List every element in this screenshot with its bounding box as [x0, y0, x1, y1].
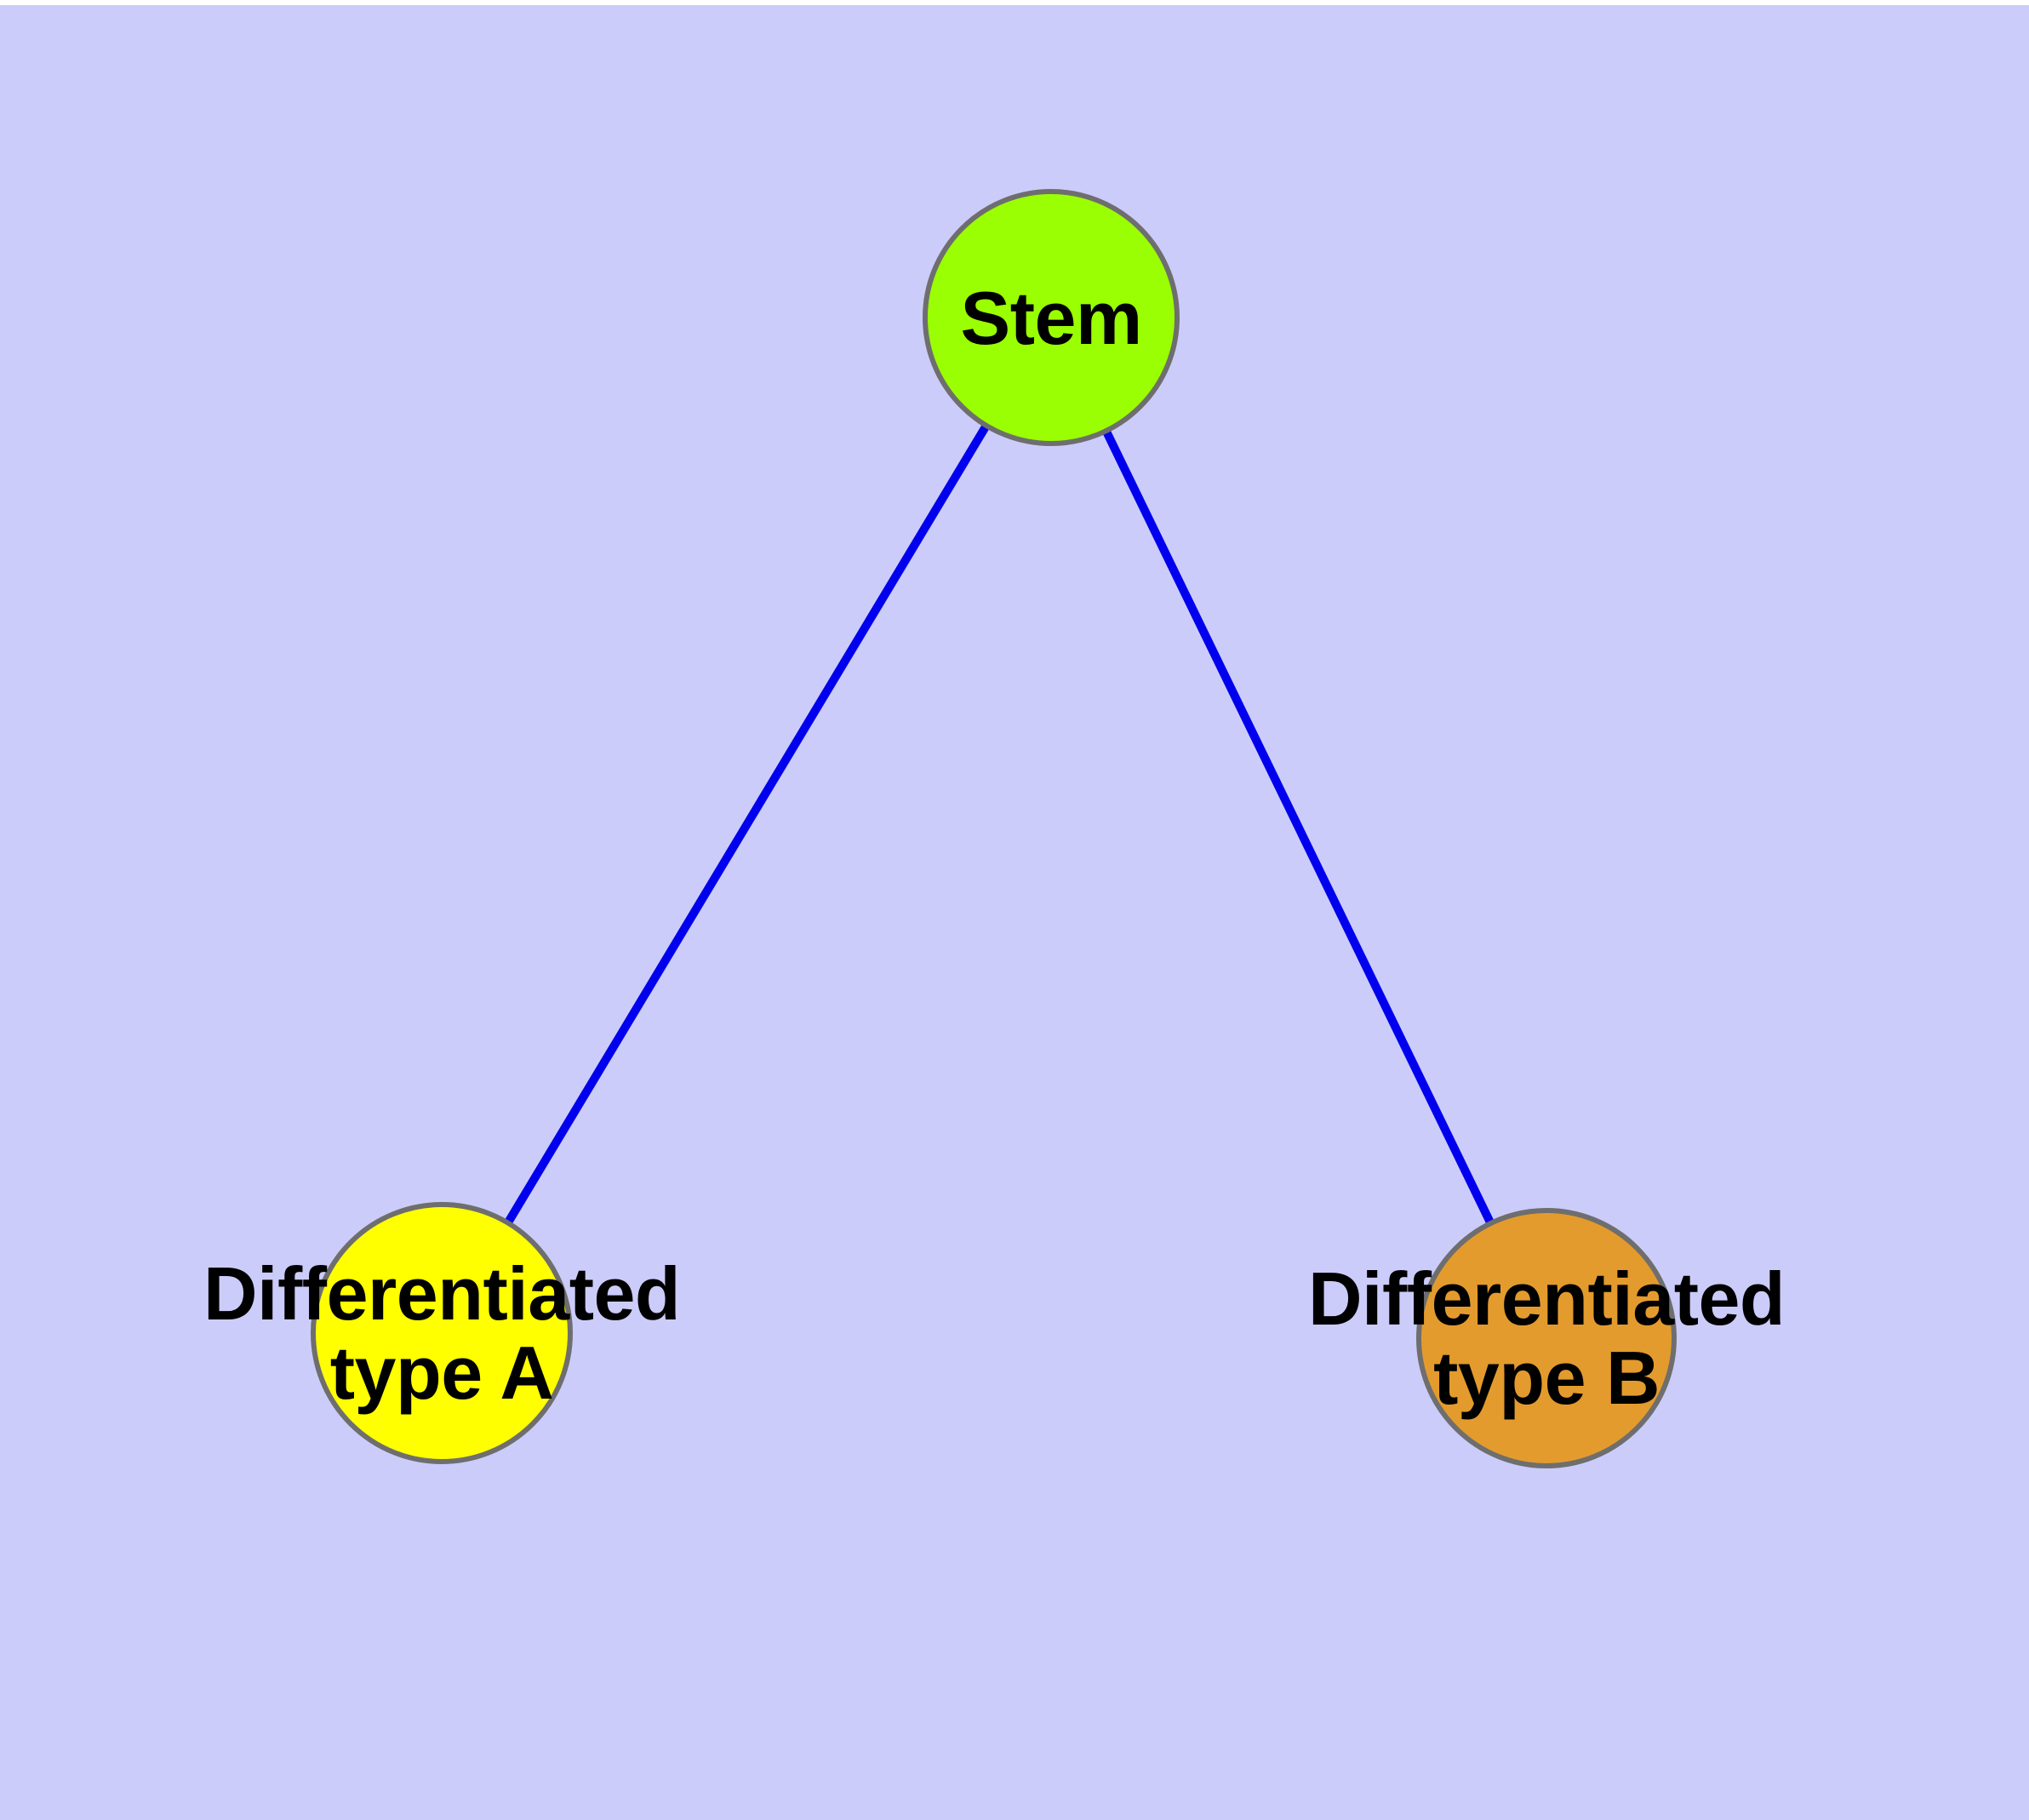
node-differentiated-type-a[interactable] [311, 1202, 573, 1464]
node-differentiated-type-b[interactable] [1416, 1208, 1677, 1468]
edge-stem-to-differentiated-type-b[interactable] [1047, 315, 1551, 1341]
node-layer [311, 189, 1677, 1468]
edge-layer [437, 315, 1551, 1341]
edge-stem-to-differentiated-type-a[interactable] [437, 315, 1055, 1336]
node-stem[interactable] [923, 189, 1180, 446]
canvas-top-edge [0, 0, 2029, 5]
